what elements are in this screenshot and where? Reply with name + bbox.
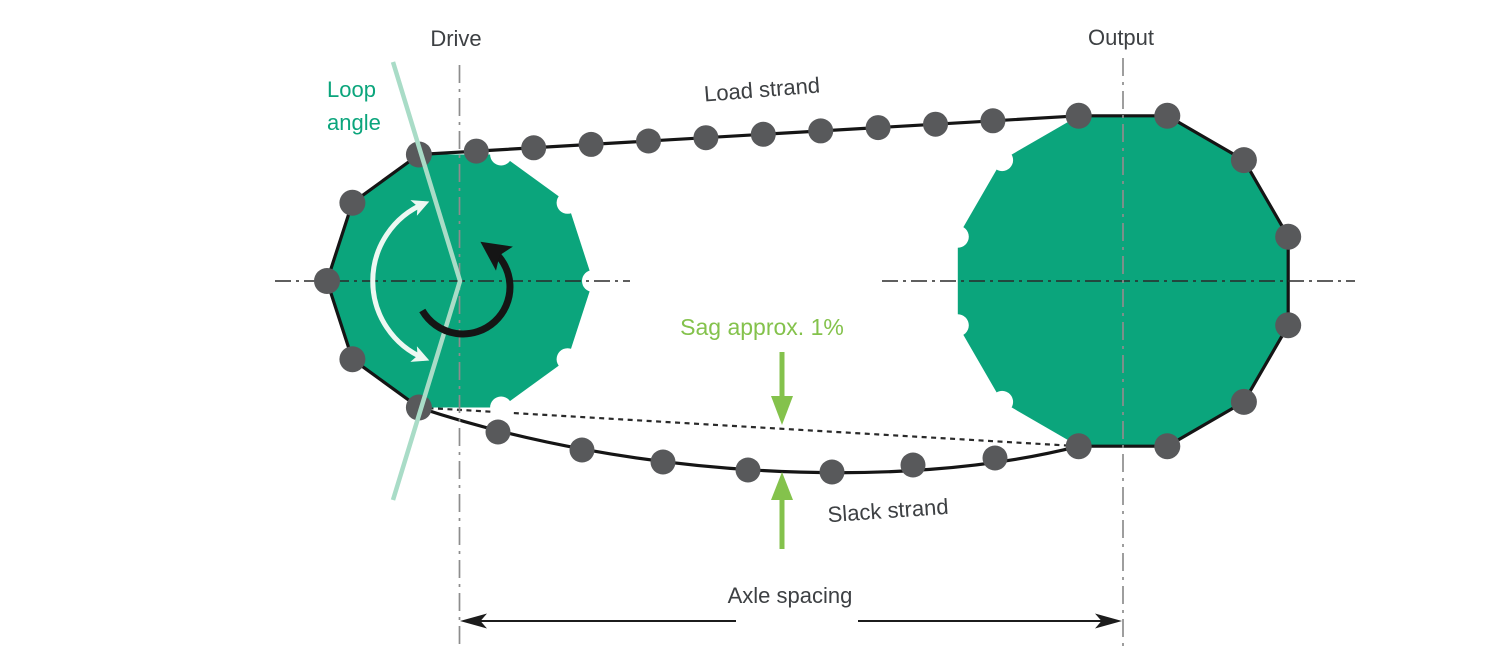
rotation-direction-arrow xyxy=(419,241,514,338)
chain-roller xyxy=(819,459,845,485)
chain-roller xyxy=(636,128,661,154)
taut-chain-reference-dashed-line xyxy=(418,406,1079,448)
chain-roller xyxy=(982,445,1008,471)
loop-angle-arc-arrow xyxy=(370,200,430,362)
sprocket-tooth-notches xyxy=(490,143,1014,419)
chain-roller xyxy=(1154,102,1181,129)
axle-spacing-dimension xyxy=(460,613,1122,629)
chain-roller xyxy=(750,121,776,147)
chain-roller xyxy=(980,108,1006,134)
chain-roller xyxy=(1065,433,1092,460)
tooth-notch xyxy=(490,396,513,419)
chain-roller xyxy=(463,138,489,164)
chain-roller xyxy=(1275,223,1302,250)
chain-roller xyxy=(339,189,366,216)
chain-loop xyxy=(325,114,1290,475)
output-label: Output xyxy=(1088,25,1154,50)
tooth-notch xyxy=(991,390,1014,413)
chain-roller xyxy=(578,131,604,157)
load-strand-label: Load strand xyxy=(703,72,821,106)
drive-label: Drive xyxy=(430,26,481,51)
chain-roller xyxy=(485,419,511,445)
sag-arrows xyxy=(771,352,793,549)
sag-down-arrow-head xyxy=(771,396,793,425)
chain-roller xyxy=(808,118,834,144)
chain-roller xyxy=(650,449,676,475)
chain-roller xyxy=(314,268,340,294)
chain-roller xyxy=(735,457,761,483)
tooth-notch xyxy=(490,143,513,166)
tooth-notch xyxy=(946,225,969,248)
sag-up-arrow-head xyxy=(771,472,793,500)
chain-roller xyxy=(1065,102,1092,129)
loop-angle-guide-lines xyxy=(390,61,463,501)
chain-roller xyxy=(1154,433,1181,460)
chain-roller xyxy=(693,125,719,151)
chain-roller xyxy=(900,452,926,478)
tooth-notch xyxy=(946,314,969,337)
sag-label: Sag approx. 1% xyxy=(680,314,844,340)
tooth-notch xyxy=(556,348,579,371)
chain-roller xyxy=(521,135,547,161)
loop-angle-label-line1: Loop xyxy=(327,77,376,102)
chain-roller xyxy=(865,115,891,141)
slack-strand-label: Slack strand xyxy=(827,494,950,527)
loop-angle-label-line2: angle xyxy=(327,110,381,135)
dimension-arrowhead-left xyxy=(460,613,487,629)
chain-roller xyxy=(1230,388,1257,415)
chain-roller xyxy=(1275,312,1302,339)
chain-roller xyxy=(339,346,366,373)
tooth-notch xyxy=(582,270,604,292)
chain-rollers xyxy=(314,102,1302,485)
chain-roller xyxy=(923,111,948,137)
axle-spacing-label: Axle spacing xyxy=(728,583,853,608)
dimension-arrowhead-right xyxy=(1095,613,1122,629)
tooth-notch xyxy=(991,149,1014,172)
tooth-notch xyxy=(556,191,579,214)
chain-roller xyxy=(1230,147,1257,174)
chain-roller xyxy=(569,437,595,463)
